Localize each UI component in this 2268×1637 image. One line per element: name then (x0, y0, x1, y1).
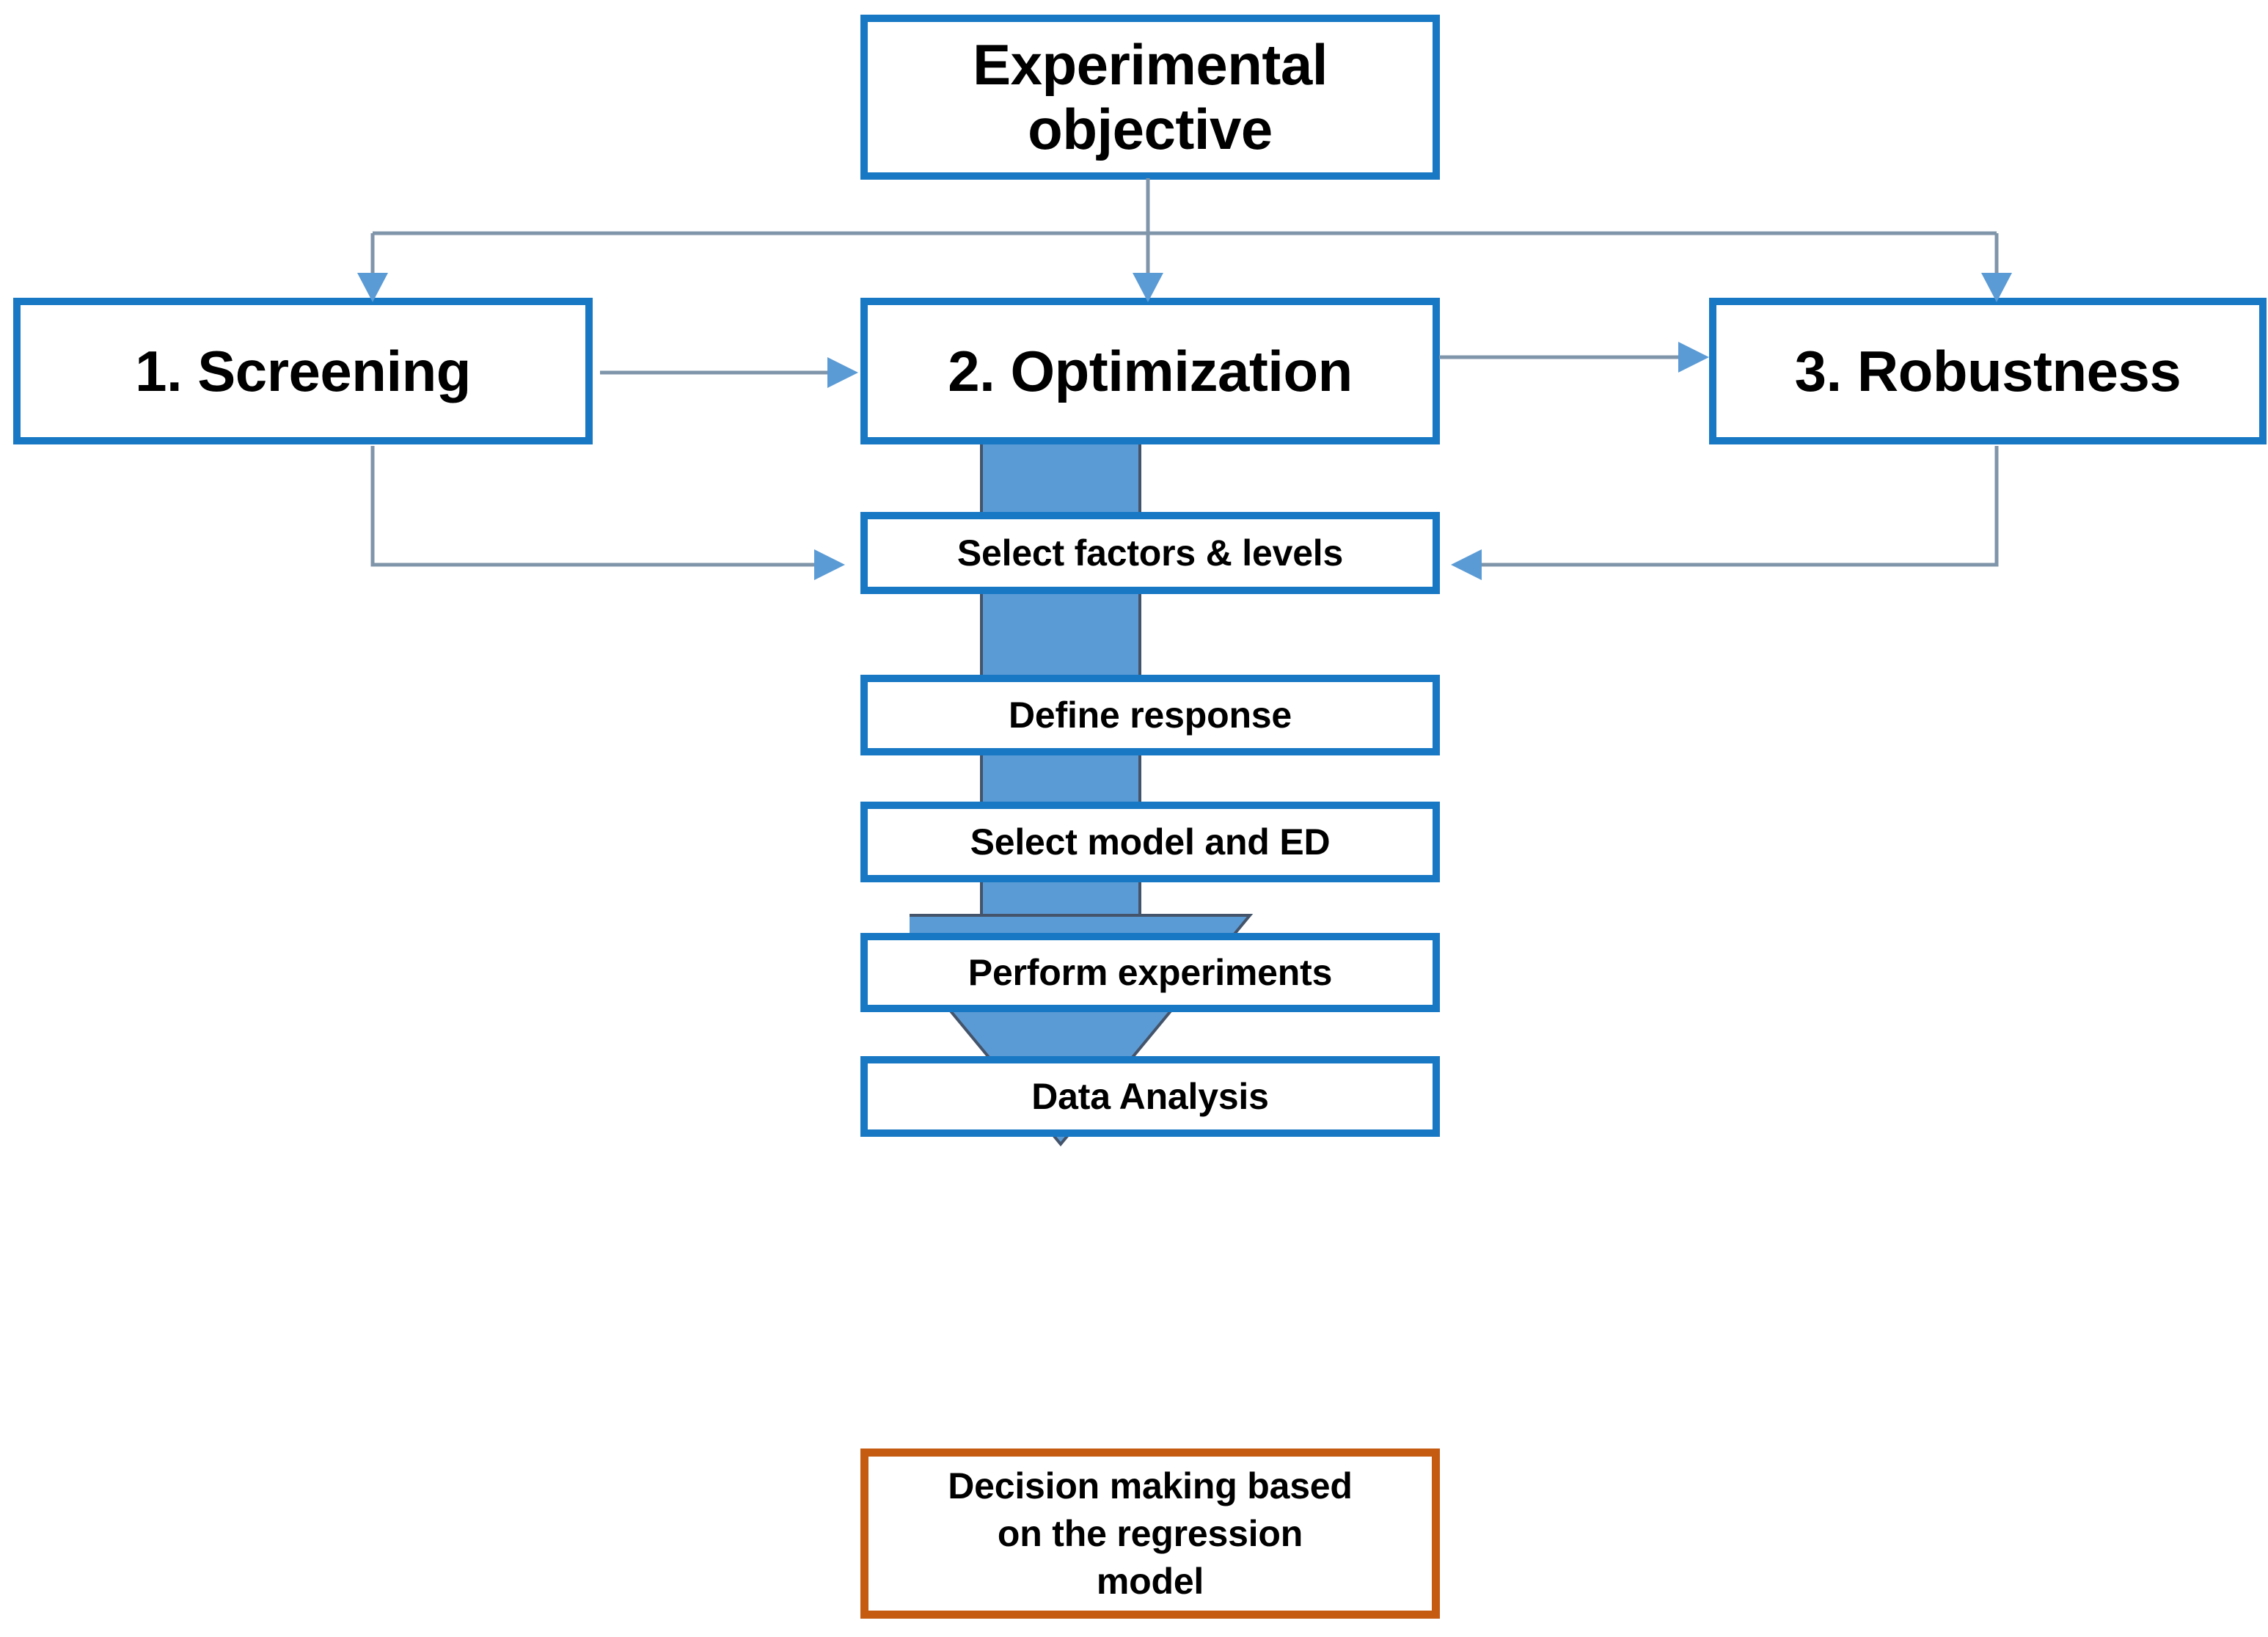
connector-screening-to-select-factors (370, 446, 822, 567)
arrowhead-optimization-robustness (1678, 342, 1709, 373)
node-label-decision-line-2: on the regression (997, 1512, 1303, 1554)
arrowhead-screening-optimization (827, 357, 858, 388)
node-screening[interactable]: 1. Screening (13, 298, 593, 444)
node-select-factors-levels[interactable]: Select factors & levels (860, 512, 1440, 594)
arrowhead-select-factors-left (814, 549, 845, 580)
node-select-model-ed[interactable]: Select model and ED (860, 802, 1440, 882)
node-label-experimental-objective: Experimental objective (973, 32, 1328, 161)
node-label-decision-line-3: model (1096, 1560, 1204, 1602)
node-label-robustness: 3. Robustness (1794, 338, 2181, 403)
node-label-select-factors-levels: Select factors & levels (956, 532, 1344, 574)
node-define-response[interactable]: Define response (860, 675, 1440, 755)
node-label-screening: 1. Screening (135, 338, 471, 403)
node-label-data-analysis: Data Analysis (1031, 1076, 1269, 1117)
node-label-optimization: 2. Optimization (948, 338, 1353, 403)
node-robustness[interactable]: 3. Robustness (1709, 298, 2267, 444)
node-perform-experiments[interactable]: Perform experiments (860, 933, 1440, 1012)
node-label-select-model-ed: Select model and ED (970, 821, 1331, 863)
arrowhead-select-factors-right (1451, 549, 1482, 580)
node-data-analysis[interactable]: Data Analysis (860, 1056, 1440, 1137)
node-label-define-response: Define response (1008, 695, 1292, 736)
connector-robustness-to-select-factors (1474, 446, 1999, 567)
node-label-decision-line-1: Decision making based (948, 1465, 1353, 1506)
node-decision-making[interactable]: Decision making based on the regression … (860, 1449, 1440, 1619)
node-label-perform-experiments: Perform experiments (967, 952, 1333, 993)
node-optimization[interactable]: 2. Optimization (860, 298, 1440, 444)
node-experimental-objective[interactable]: Experimental objective (860, 15, 1440, 180)
